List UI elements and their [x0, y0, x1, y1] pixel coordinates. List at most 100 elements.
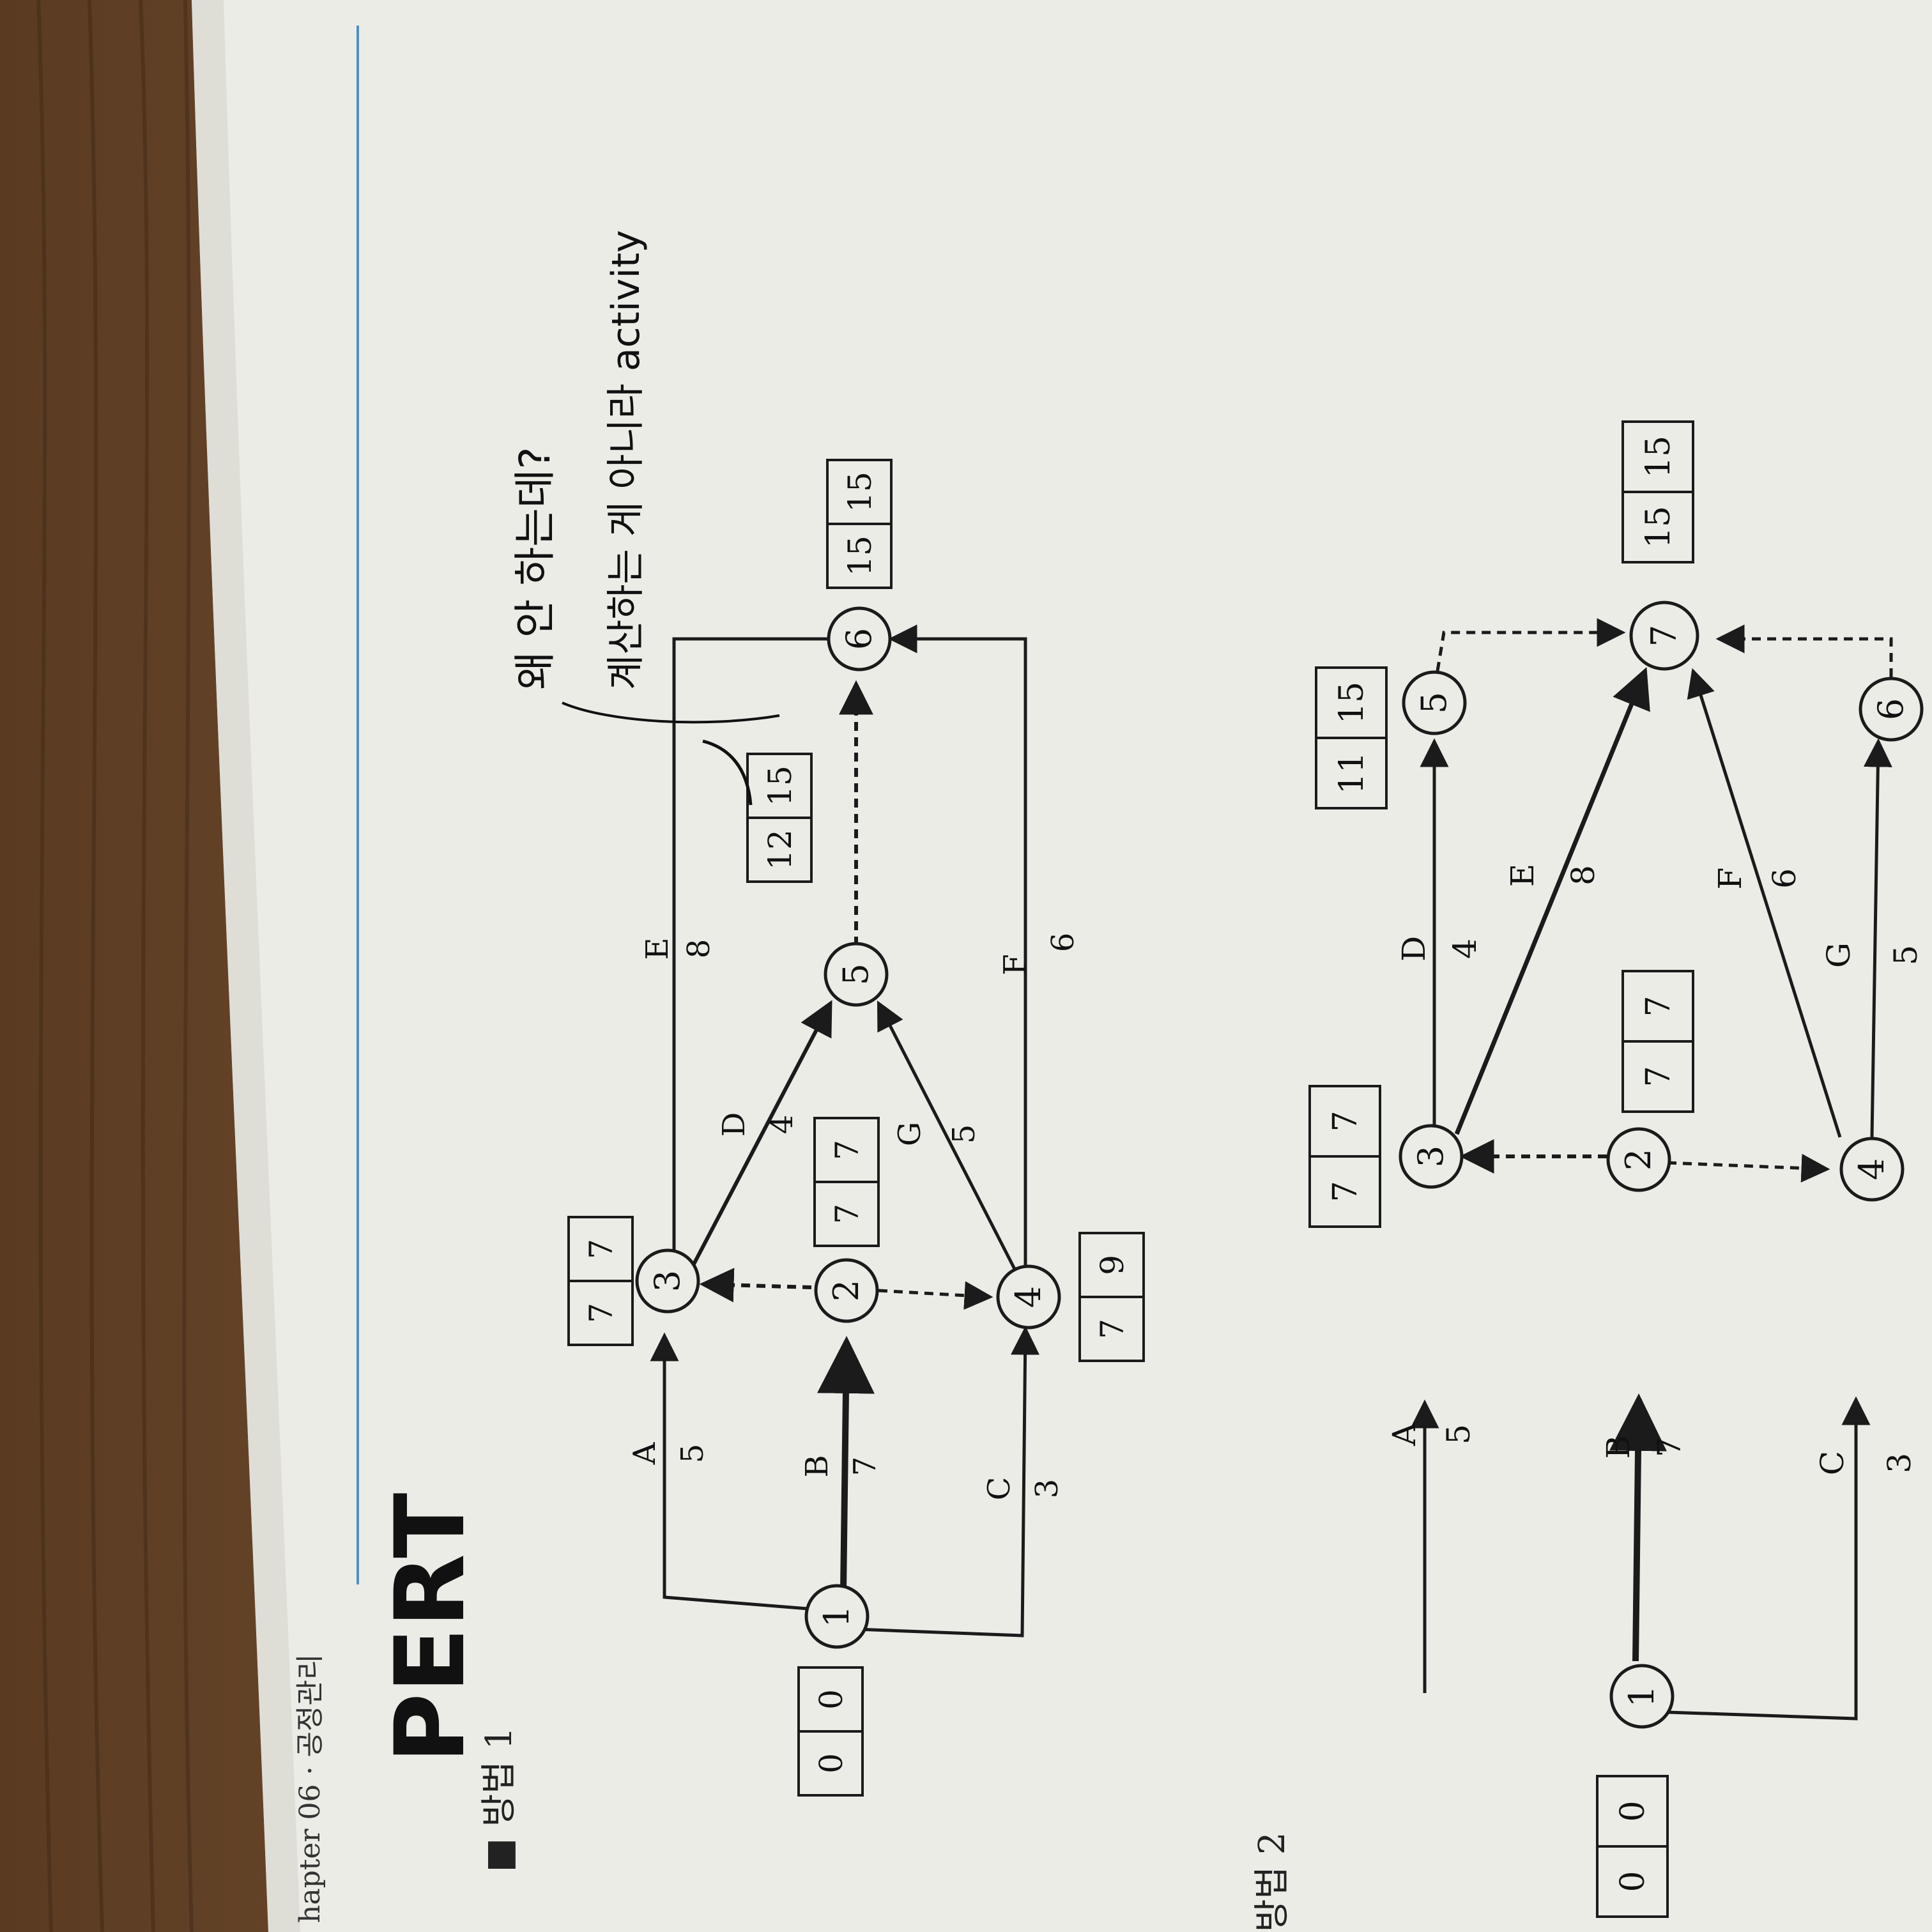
method2-time-boxes [1308, 420, 1694, 1918]
m1-n6-box-b: 15 [841, 471, 878, 512]
m1-act-E: E [640, 937, 675, 960]
m2-edge-F-line [1687, 668, 1842, 1138]
m2-node-2-label: 2 [1618, 1149, 1659, 1170]
method1-heading: ■ 방법 1 [479, 1727, 520, 1872]
m2-n3-box-a: 7 [1326, 1181, 1365, 1202]
m1-node-2-label: 2 [826, 1280, 866, 1301]
m1-act-D: D [716, 1112, 752, 1137]
m2-n3-box-b: 7 [1326, 1110, 1365, 1131]
m1-act-G: G [892, 1122, 928, 1146]
m2-n2-box-a: 7 [1639, 1066, 1678, 1087]
m2-act-A: A [1386, 1422, 1423, 1446]
m2-act-B: B [1600, 1436, 1637, 1459]
method1-activity-labels: A 5 B 7 C 3 D 4 E 8 F 6 G 5 [627, 933, 1081, 1501]
m2-act-D: D [1395, 936, 1432, 962]
m2-dur-D: 4 [1446, 939, 1483, 959]
m2-dur-E: 8 [1565, 865, 1602, 885]
m2-edge-E-line [1454, 667, 1650, 1135]
m2-node-5 [1402, 670, 1467, 735]
m1-n6-box-a: 15 [841, 535, 878, 576]
m1-node-6-label: 6 [839, 628, 879, 650]
m1-edge-D-line [688, 1000, 832, 1273]
m1-node-3 [635, 1248, 700, 1314]
chapter-label: hapter 06 · 공정관리 [294, 1654, 326, 1923]
m2-n2-box-b: 7 [1639, 995, 1678, 1016]
m2-n7-box-a: 15 [1639, 506, 1678, 548]
m1-dur-B: 7 [847, 1457, 883, 1476]
m1-edge-E-line [672, 637, 831, 1271]
m2-act-C: C [1814, 1451, 1851, 1475]
m2-edge-B-line [1609, 1393, 1667, 1662]
method2-time-values: 0 0 7 7 7 7 11 15 15 15 [1326, 436, 1678, 1892]
m2-node-3 [1399, 1124, 1464, 1189]
m1-dummy-2-3 [699, 1268, 812, 1303]
m1-n4-box-b: 9 [1094, 1255, 1131, 1275]
m1-dur-F: 6 [1045, 933, 1081, 953]
method1-time-boxes [567, 459, 1145, 1797]
m2-act-E: E [1504, 864, 1541, 887]
method1-annotations: 왜 안 하는데? 계산하는 게 아니라 activity [510, 230, 780, 806]
m1-n2-box-b: 7 [829, 1140, 866, 1160]
m1-n4-box-a: 7 [1094, 1319, 1131, 1339]
m2-dur-C: 3 [1881, 1453, 1918, 1473]
m2-node-7-label: 7 [1644, 625, 1684, 647]
method2-node-labels: 1 2 3 4 5 6 7 [1411, 625, 1911, 1707]
m2-dur-G: 5 [1887, 945, 1924, 965]
m1-node-6 [827, 606, 892, 671]
m1-edge-F-line [888, 624, 1027, 1271]
m2-node-4-label: 4 [1851, 1158, 1892, 1180]
method2-graph [1410, 618, 1893, 1721]
m1-node-5 [824, 942, 889, 1007]
method1-graph [650, 624, 1040, 1637]
m1-act-B: B [799, 1455, 835, 1477]
m2-node-1-label: 1 [1621, 1685, 1662, 1707]
m2-n1-box-b: 0 [1614, 1800, 1652, 1821]
m1-n5-box-a: 12 [762, 829, 799, 870]
m2-dummy-2-4 [1667, 1153, 1830, 1183]
m1-node-2 [814, 1258, 879, 1323]
m2-n5-box-a: 11 [1333, 752, 1371, 794]
m2-act-G: G [1820, 942, 1857, 968]
m1-n3-box-a: 7 [583, 1303, 620, 1323]
m2-node-6-label: 6 [1871, 698, 1911, 720]
m1-node-4 [996, 1264, 1061, 1330]
method2-activity-labels: A 5 B 7 C 3 D 4 E 8 F 6 G 5 [1386, 864, 1924, 1475]
m2-dummy-6-7 [1715, 624, 1893, 677]
m2-node-3-label: 3 [1411, 1146, 1451, 1167]
m1-n1-box-a: 0 [813, 1753, 850, 1774]
m1-dur-D: 4 [764, 1115, 800, 1135]
m2-node-4 [1839, 1137, 1905, 1202]
page-header: hapter 06 · 공정관리 PERT ■ 방법 1 방법 2 [294, 1493, 1293, 1932]
m2-edge-G-line [1863, 738, 1892, 1138]
method2-nodes [1399, 601, 1924, 1729]
m2-n5-box-b: 15 [1333, 682, 1371, 724]
m2-n7-box-b: 15 [1639, 436, 1678, 478]
m2-act-F: F [1712, 868, 1749, 890]
m1-dur-C: 3 [1029, 1479, 1065, 1499]
m2-n1-box-a: 0 [1614, 1871, 1652, 1892]
m2-node-7 [1629, 601, 1699, 671]
m1-edge-A-line [650, 1332, 825, 1612]
m2-node-5-label: 5 [1414, 692, 1454, 714]
paper-sheet [192, 0, 1932, 1932]
m2-dur-B: 7 [1651, 1437, 1688, 1457]
pert-handwritten: PERT [375, 1493, 486, 1764]
m1-n1-box-b: 0 [813, 1689, 850, 1710]
m1-node-1-label: 1 [816, 1606, 857, 1627]
m1-edge-C-line [855, 1326, 1040, 1637]
m2-node-1 [1609, 1664, 1675, 1729]
m1-act-F: F [997, 954, 1033, 975]
method1-node-labels: 1 2 3 4 5 6 [647, 628, 1048, 1627]
m2-edge-C-line [1667, 1396, 1871, 1721]
m1-n3-box-b: 7 [583, 1239, 620, 1259]
m1-dur-G: 5 [946, 1124, 982, 1144]
m1-node-5-label: 5 [836, 963, 876, 985]
m1-edge-B-line [816, 1336, 875, 1591]
m2-node-2 [1606, 1127, 1671, 1192]
m1-dur-E: 8 [681, 939, 717, 959]
m2-dur-F: 6 [1766, 868, 1803, 889]
annotation-line1: 왜 안 하는데? [510, 447, 560, 690]
m2-dur-A: 5 [1440, 1424, 1477, 1445]
m1-act-A: A [627, 1441, 663, 1465]
